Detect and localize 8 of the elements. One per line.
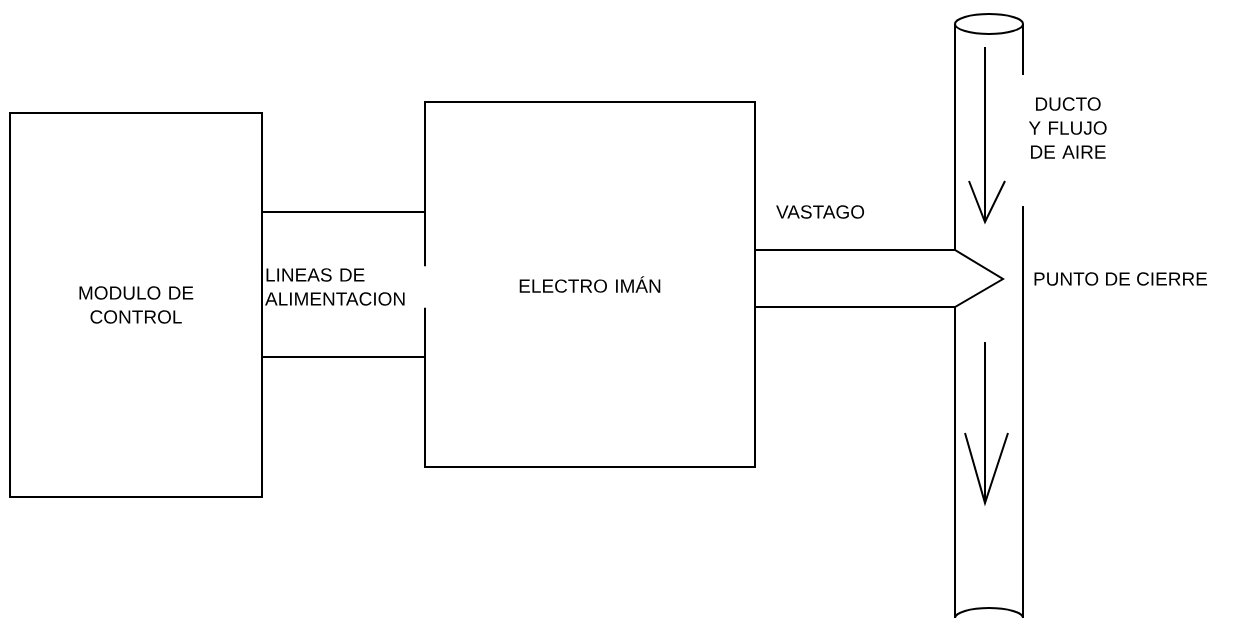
rod-drawing: VASTAGO [754,205,1005,308]
line [262,356,425,358]
line [262,211,425,213]
note-label: PUNTO DE CIERRE [1034,272,1208,286]
block-box: ELECTRO IMÁN [424,101,756,468]
note-label: LINEAS DE ALIMENTACION [263,266,431,308]
block-box: MODULO DE CONTROL [9,112,263,498]
node-label: DUCTO Y FLUJO DE AIRE [1028,97,1107,159]
